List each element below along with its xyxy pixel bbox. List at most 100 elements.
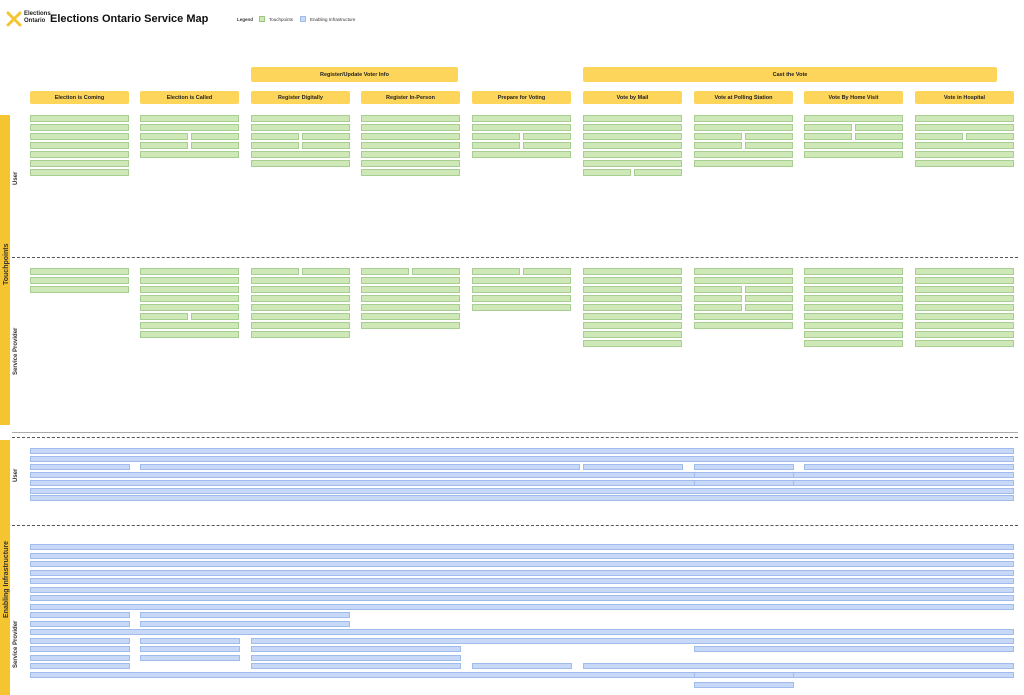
touchpoint-note bbox=[583, 160, 682, 167]
lane-label-touchpoints: Touchpoints bbox=[3, 243, 10, 285]
divider-touch-infrastructure bbox=[12, 432, 1018, 433]
touchpoint-note bbox=[804, 313, 903, 320]
touchpoint-note bbox=[694, 304, 742, 311]
touchpoint-note bbox=[30, 268, 129, 275]
touchpoint-note bbox=[251, 304, 350, 311]
infrastructure-bar bbox=[30, 671, 1014, 678]
touchpoint-note bbox=[694, 133, 742, 140]
lane-label-infra-provider: Service Provider bbox=[13, 620, 19, 668]
touchpoint-note bbox=[804, 124, 852, 131]
touchpoint-note bbox=[251, 124, 350, 131]
touchpoint-note bbox=[361, 160, 460, 167]
touchpoint-note bbox=[302, 133, 350, 140]
touchpoint-note bbox=[361, 169, 460, 176]
legend-swatch-touchpoints bbox=[259, 16, 266, 22]
touchpoint-note bbox=[30, 286, 129, 293]
touchpoint-note bbox=[583, 268, 682, 275]
touchpoint-note bbox=[472, 115, 571, 122]
touchpoint-note bbox=[745, 295, 793, 302]
touchpoint-note bbox=[140, 115, 239, 122]
touchpoint-note bbox=[915, 340, 1014, 347]
infrastructure-bar bbox=[30, 480, 1014, 486]
touchpoint-note bbox=[804, 322, 903, 329]
touchpoint-note bbox=[140, 304, 239, 311]
touchpoint-note bbox=[915, 151, 1014, 158]
touchpoint-note bbox=[915, 142, 1014, 149]
touchpoint-note bbox=[140, 295, 239, 302]
touchpoint-note bbox=[30, 277, 129, 284]
infrastructure-bar bbox=[694, 480, 794, 486]
touchpoint-note bbox=[30, 169, 129, 176]
infrastructure-bar bbox=[30, 472, 1014, 478]
touchpoint-note bbox=[804, 151, 903, 158]
touchpoint-note bbox=[915, 133, 963, 140]
touchpoint-note bbox=[694, 295, 742, 302]
touchpoint-note bbox=[804, 286, 903, 293]
touchpoint-note bbox=[694, 277, 793, 284]
lane-label-infrastructure: Enabling Infrastructure bbox=[3, 540, 10, 618]
org-name: Elections Ontario bbox=[24, 11, 51, 24]
touchpoint-note bbox=[140, 151, 239, 158]
touchpoint-note bbox=[251, 133, 299, 140]
touchpoint-note bbox=[251, 295, 350, 302]
touchpoint-note bbox=[915, 331, 1014, 338]
touchpoint-note bbox=[855, 133, 903, 140]
touchpoint-note bbox=[804, 277, 903, 284]
touchpoint-note bbox=[694, 151, 793, 158]
infrastructure-bar bbox=[583, 464, 683, 470]
column-prepare-voting: Prepare for Voting bbox=[472, 91, 571, 104]
touchpoint-note bbox=[251, 268, 299, 275]
infrastructure-bar bbox=[251, 654, 461, 661]
touchpoint-note bbox=[191, 313, 239, 320]
infrastructure-bar bbox=[251, 663, 461, 669]
touchpoint-note bbox=[583, 304, 682, 311]
touchpoint-note bbox=[915, 124, 1014, 131]
touchpoint-note bbox=[804, 268, 903, 275]
touchpoint-note bbox=[915, 322, 1014, 329]
infrastructure-bar bbox=[30, 629, 1014, 635]
infrastructure-bar bbox=[30, 620, 130, 627]
touchpoint-note bbox=[745, 133, 793, 140]
touchpoint-note bbox=[251, 142, 299, 149]
touchpoint-note bbox=[915, 115, 1014, 122]
touchpoint-note bbox=[30, 151, 129, 158]
infrastructure-bar bbox=[30, 561, 1014, 567]
infrastructure-bar bbox=[694, 646, 1014, 652]
lane-bar-infrastructure bbox=[0, 440, 10, 695]
elections-ontario-logo-icon bbox=[6, 11, 22, 27]
infrastructure-bar bbox=[694, 682, 794, 688]
touchpoint-note bbox=[472, 286, 571, 293]
divider-touch-user-provider bbox=[12, 257, 1018, 258]
touchpoint-note bbox=[694, 124, 793, 131]
touchpoint-note bbox=[583, 277, 682, 284]
touchpoint-note bbox=[583, 331, 682, 338]
infrastructure-bar bbox=[30, 544, 1014, 550]
touchpoint-note bbox=[251, 151, 350, 158]
touchpoint-note bbox=[30, 160, 129, 167]
touchpoint-note bbox=[804, 115, 903, 122]
touchpoint-note bbox=[472, 142, 520, 149]
infrastructure-bar bbox=[140, 464, 580, 470]
touchpoint-note bbox=[855, 124, 903, 131]
phase-cast-the-vote: Cast the Vote bbox=[583, 67, 997, 82]
column-vote-home-visit: Vote By Home Visit bbox=[804, 91, 903, 104]
touchpoint-note bbox=[30, 115, 129, 122]
touchpoint-note bbox=[140, 322, 239, 329]
infrastructure-bar bbox=[30, 552, 1014, 559]
touchpoint-note bbox=[30, 142, 129, 149]
lane-bar-touchpoints bbox=[0, 115, 10, 425]
touchpoint-note bbox=[915, 295, 1014, 302]
touchpoint-note bbox=[412, 268, 460, 275]
touchpoint-note bbox=[583, 133, 682, 140]
touchpoint-note bbox=[523, 133, 571, 140]
touchpoint-note bbox=[472, 277, 571, 284]
infrastructure-bar bbox=[694, 464, 794, 470]
legend-item-touchpoints: Touchpoints bbox=[269, 16, 294, 22]
legend-label: Legend bbox=[237, 16, 254, 22]
touchpoint-note bbox=[361, 124, 460, 131]
infrastructure-bar bbox=[251, 646, 461, 652]
touchpoint-note bbox=[302, 268, 350, 275]
infrastructure-bar bbox=[583, 663, 1014, 669]
touchpoint-note bbox=[140, 331, 239, 338]
infrastructure-bar bbox=[140, 646, 240, 652]
